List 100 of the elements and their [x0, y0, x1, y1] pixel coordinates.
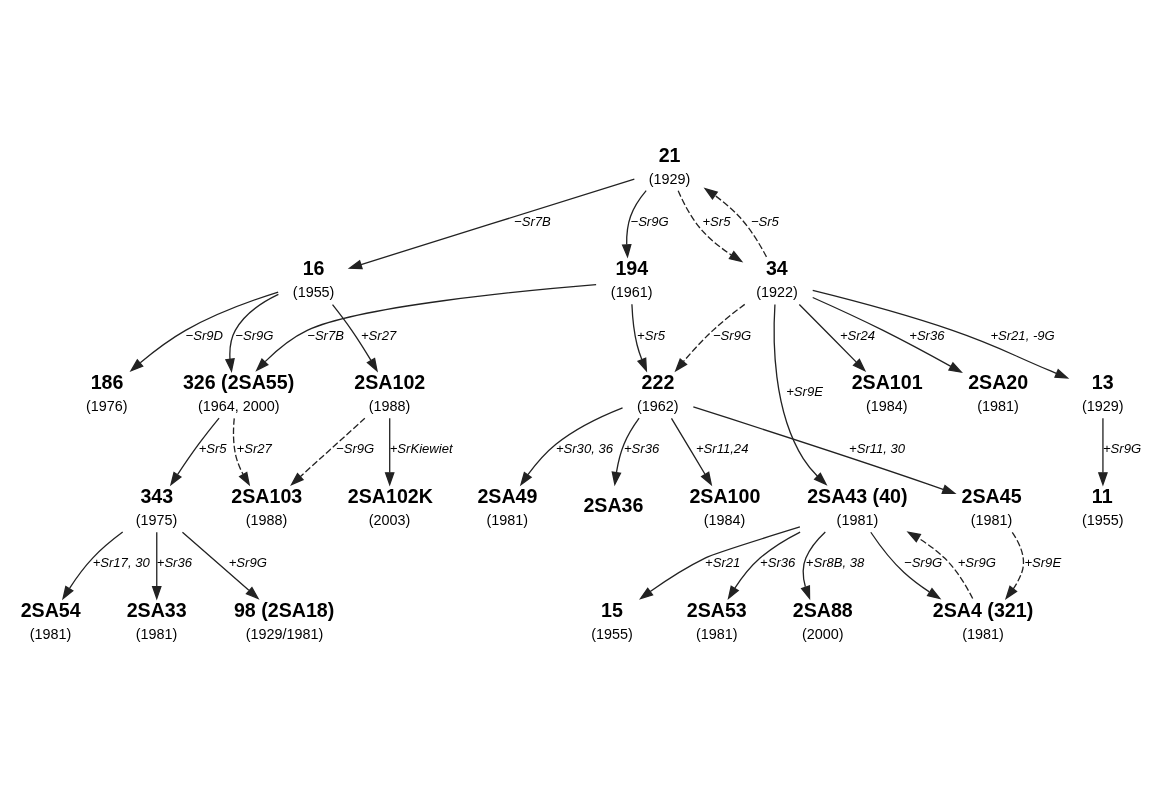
arrow — [677, 190, 744, 263]
node-text: 2SA100 — [689, 485, 761, 508]
edge-label: −Sr9G — [904, 555, 943, 571]
arrow — [773, 303, 828, 486]
arrow — [519, 407, 624, 487]
arrow — [169, 417, 220, 487]
node-label: (1988) — [368, 398, 411, 415]
edge-label: −Sr9G — [336, 441, 375, 457]
edge-label: +Sr24 — [839, 327, 876, 343]
node-label: (2000) — [801, 625, 844, 642]
node-text: 2SA4 (321) — [932, 598, 1034, 621]
node-text: 2SA33 — [126, 598, 187, 621]
node-label: (1929) — [1081, 398, 1124, 415]
node-label: (1981) — [135, 625, 178, 642]
node-label: (1922) — [756, 284, 798, 301]
arrow — [812, 289, 1070, 379]
arrow — [129, 291, 279, 372]
edge-label: +Sr11, 30 — [849, 441, 906, 457]
node-text: 186 — [90, 371, 124, 394]
node-label: (1981) — [962, 625, 1004, 642]
edge-label: +Sr11,24 — [695, 441, 749, 457]
edge-label: −Sr5 — [750, 213, 779, 229]
arrow — [674, 303, 746, 373]
edge-label: +Sr5 — [198, 441, 227, 457]
node-text: 2SA54 — [20, 598, 81, 621]
arrow — [62, 531, 124, 601]
node-label: (1955) — [591, 625, 633, 642]
edge-label: −Sr7B — [307, 327, 344, 343]
edge-label: +Sr21 — [705, 555, 741, 571]
arrow — [232, 417, 251, 487]
node-text: 343 — [140, 485, 174, 508]
edge-label: +Sr36 — [156, 555, 193, 571]
arrow — [347, 178, 635, 270]
edge-label: +Sr8B, 38 — [805, 555, 865, 571]
node-text: 2SA102 — [354, 371, 426, 394]
arrow — [670, 417, 713, 487]
arrow — [906, 531, 974, 600]
node-label: (1981) — [29, 625, 72, 642]
arrow — [331, 304, 378, 373]
arrow — [631, 303, 648, 373]
node-text: 2SA88 — [792, 598, 853, 621]
node-label: (1984) — [866, 398, 908, 415]
node-label: (2003) — [368, 512, 411, 529]
arrow — [181, 531, 260, 600]
arrow — [290, 417, 366, 486]
edge-label: +Sr27 — [360, 327, 397, 343]
edge-label: −Sr7B — [514, 213, 551, 229]
edge-label: +Sr17, 30 — [92, 555, 150, 571]
edge-label: +Sr9G — [228, 555, 267, 571]
edge-label: +Sr27 — [236, 441, 272, 457]
node-text: 2SA45 — [961, 485, 1022, 508]
node-text: 2SA103 — [231, 485, 303, 508]
arrow — [1004, 531, 1025, 600]
arrow — [727, 531, 801, 601]
arrow — [870, 531, 942, 600]
node-text: 2SA53 — [686, 598, 747, 621]
node-text: 2SA101 — [851, 371, 923, 394]
node-text: 21 — [658, 143, 681, 166]
node-text: 194 — [615, 257, 649, 280]
edge-label: −Sr9D — [185, 327, 223, 343]
edge-label: +Sr9E — [1024, 555, 1062, 571]
node-label: (1988) — [245, 512, 288, 529]
node-label: (1984) — [703, 512, 746, 529]
edge-label: +Sr5 — [637, 327, 666, 343]
edge-label: +Sr30, 36 — [555, 441, 613, 457]
node-label: (1981) — [836, 512, 879, 529]
arrow — [800, 531, 826, 601]
node-text: 2SA43 (40) — [807, 485, 908, 508]
node-label: (1929/1981) — [245, 625, 324, 642]
node-text: 2SA20 — [968, 371, 1029, 394]
arrow — [812, 296, 963, 374]
edge-label: +Sr9G — [1102, 441, 1142, 457]
edge-label: −Sr9G — [712, 327, 752, 343]
node-text: 98 (2SA18) — [233, 598, 335, 621]
node-text: 326 (2SA55) — [182, 371, 295, 394]
node-label: (1981) — [970, 512, 1013, 529]
node-label: (1962) — [637, 398, 679, 415]
node-label: (1961) — [610, 284, 653, 301]
arrow — [384, 417, 395, 487]
edge-label: +Sr21, -9G — [990, 327, 1055, 343]
node-label: (1976) — [86, 398, 128, 415]
edge-label: +SrKiewiet — [389, 441, 453, 457]
edge-label: +Sr9G — [957, 555, 996, 571]
arrow — [151, 531, 162, 601]
arrow — [1097, 417, 1108, 487]
node-label: (1955) — [292, 284, 335, 301]
node-label: (1929) — [648, 170, 691, 187]
arrow — [639, 526, 801, 600]
node-text: 222 — [641, 371, 675, 394]
edge-label: +Sr9E — [786, 384, 823, 400]
arrow — [692, 406, 957, 495]
node-text: 2SA102K — [347, 485, 433, 508]
arrow — [621, 190, 647, 259]
node-text: 13 — [1091, 371, 1114, 394]
edge-label: −Sr9G — [630, 213, 669, 229]
node-label: (1981) — [486, 512, 529, 529]
node-label: (1981) — [695, 625, 738, 642]
node-label: (1975) — [135, 512, 178, 529]
node-label: (1964, 2000) — [197, 398, 280, 415]
edge-label: +Sr5 — [702, 213, 731, 229]
